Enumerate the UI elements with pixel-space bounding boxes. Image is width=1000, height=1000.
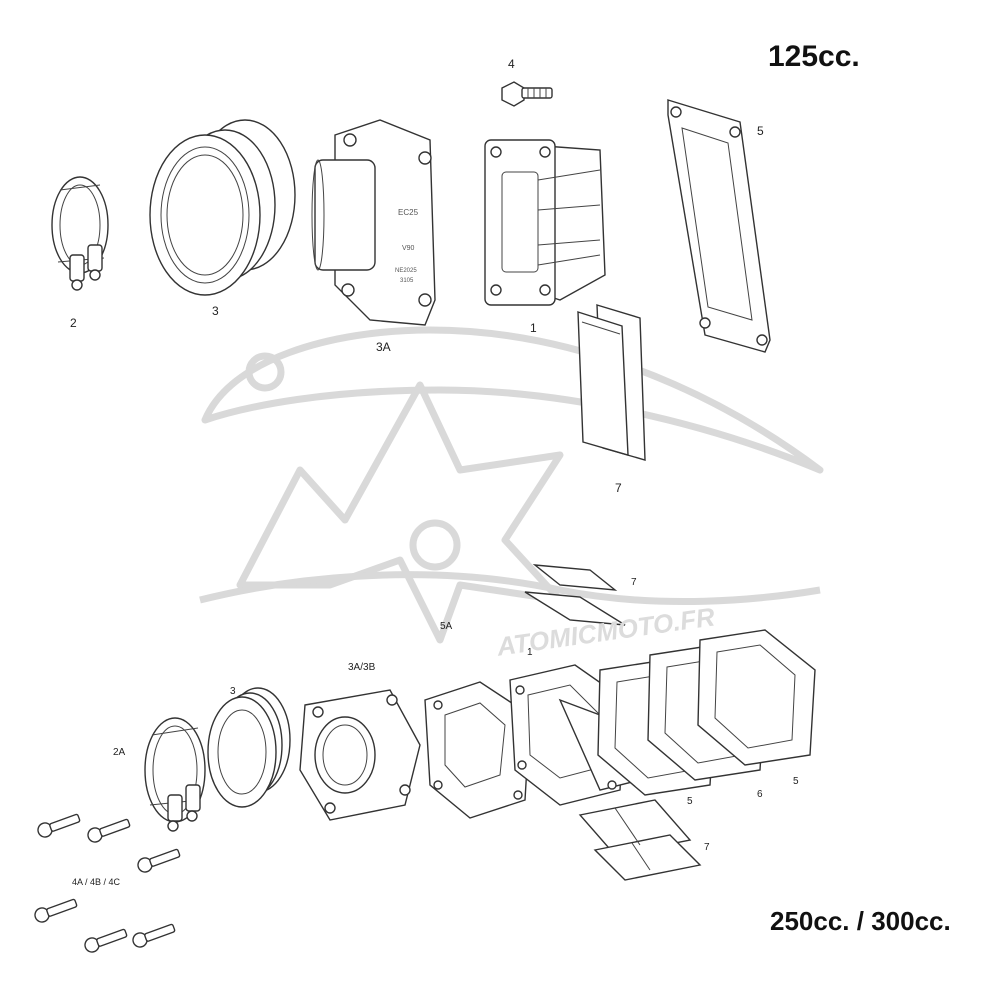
label-intake-boot-125: 3 <box>212 304 219 318</box>
label-intake-flange-250: 3A/3B <box>348 662 376 673</box>
clamp-125 <box>51 176 109 291</box>
watermark-logo <box>199 326 824 644</box>
label-reed-block-250: 1 <box>527 647 533 658</box>
label-spacer-250: 6 <box>757 789 763 800</box>
label-intake-boot-250: 3 <box>230 686 236 697</box>
label-reed-petals-top-250: 7 <box>631 577 637 588</box>
intake-boot-250 <box>207 687 291 808</box>
reed-petals-125 <box>577 304 646 461</box>
label-gasket-rear-250: 5 <box>793 776 799 787</box>
intake-boot-125 <box>149 119 296 296</box>
label-clamp-125: 2 <box>70 316 77 330</box>
clamp-250 <box>144 717 206 832</box>
intake-flange-250 <box>299 689 421 821</box>
label-gasket-front-250: 5 <box>687 796 693 807</box>
intake-flange-125: EC25 V90 NE2025 3105 <box>311 119 436 326</box>
bolts-250 <box>34 813 181 953</box>
reed-block-125 <box>484 139 606 306</box>
flange-mark-3: NE2025 <box>395 268 417 274</box>
label-bolts-250: 4A / 4B / 4C <box>72 877 121 887</box>
gasket-125 <box>667 99 771 353</box>
title-125cc: 125cc. <box>768 40 860 73</box>
flange-mark-4: 3105 <box>400 278 414 284</box>
label-gasket-125: 5 <box>757 124 764 138</box>
gasket-rear-250 <box>697 629 816 766</box>
label-gasket-spacer-250: 5A <box>440 621 453 632</box>
label-reed-block-125: 1 <box>530 321 537 335</box>
title-250-300cc: 250cc. / 300cc. <box>770 906 951 936</box>
flange-mark-2: V90 <box>402 245 415 252</box>
label-reed-petals-125: 7 <box>615 481 622 495</box>
label-intake-flange-125: 3A <box>376 340 391 354</box>
label-clamp-250: 2A <box>113 747 126 758</box>
label-bolt-125: 4 <box>508 57 515 71</box>
bolt-125 <box>501 81 553 107</box>
reed-petals-bottom-250 <box>578 799 702 881</box>
flange-mark-1: EC25 <box>398 208 419 217</box>
label-reed-petals-bottom-250: 7 <box>704 842 710 853</box>
reed-petals-top-250 <box>524 564 626 626</box>
